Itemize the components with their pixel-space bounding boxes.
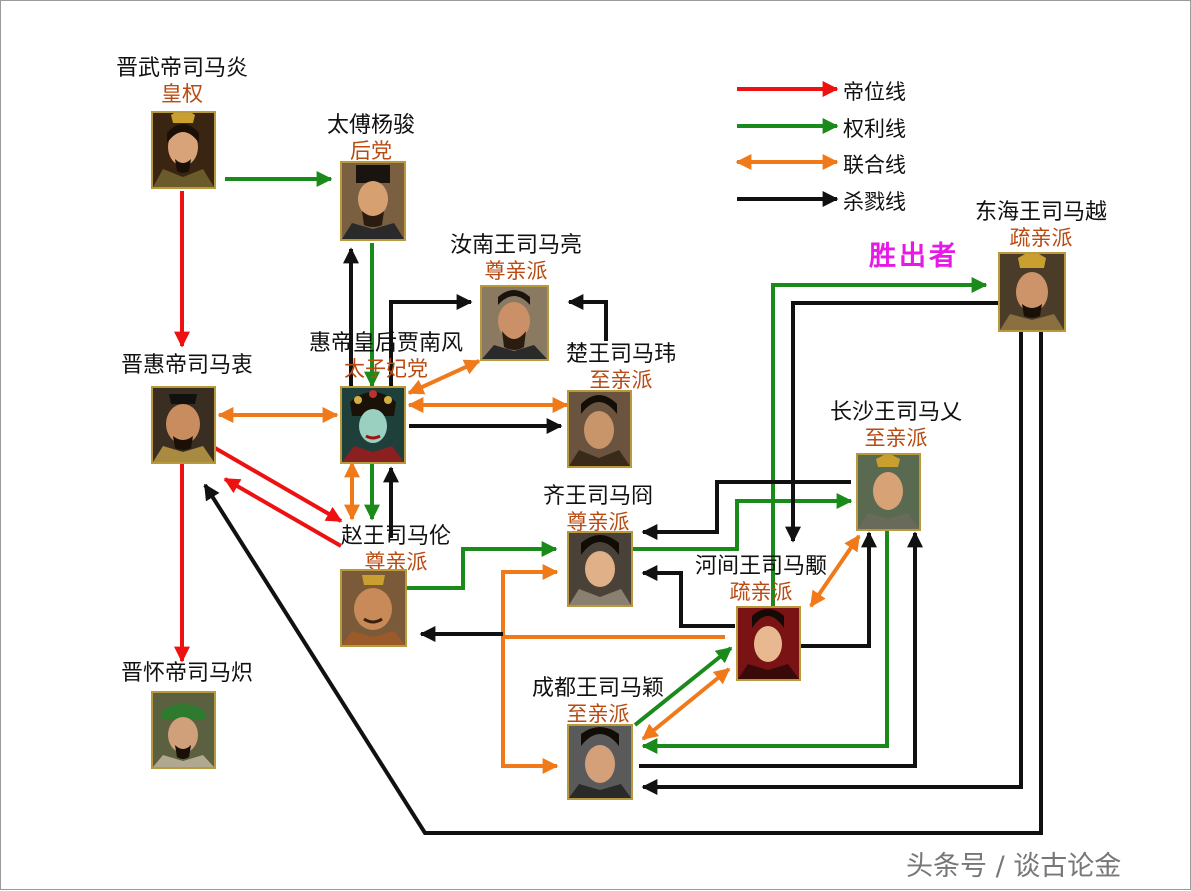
killing-yue-to-ying <box>641 331 1023 795</box>
node-label-liang: 汝南王司马亮 尊亲派 <box>431 233 601 283</box>
legend-power-label: 权利线 <box>843 117 906 141</box>
node-label-jia: 惠帝皇后贾南风 太子妃党 <box>291 331 481 381</box>
name-jia: 惠帝皇后贾南风 <box>308 331 463 356</box>
portrait-lun <box>340 569 407 647</box>
portrait-jia <box>340 386 406 464</box>
portrait-wudi <box>151 111 216 189</box>
name-yong: 河间王司马颙 <box>694 554 827 579</box>
portrait-ying <box>567 724 633 800</box>
faction-yue: 疏亲派 <box>1009 226 1073 250</box>
name-yi: 长沙王司马乂 <box>829 400 962 425</box>
portrait-jiong <box>567 531 633 607</box>
name-wudi: 晋武帝司马炎 <box>115 56 248 81</box>
alliance-yong-jiong-ying <box>501 564 725 639</box>
faction-yi: 至亲派 <box>864 426 928 450</box>
killing-yong-to-yi <box>801 531 877 648</box>
name-ying: 成都王司马颖 <box>531 676 664 701</box>
faction-wudi: 皇权 <box>161 82 203 106</box>
name-yue: 东海王司马越 <box>974 200 1107 225</box>
faction-yong: 疏亲派 <box>729 580 793 604</box>
name-wei: 楚王司马玮 <box>565 342 676 367</box>
throne-lun-to-huidi <box>223 477 343 548</box>
name-jiong: 齐王司马冏 <box>542 484 653 509</box>
portrait-wei-face <box>569 392 630 466</box>
node-label-yong: 河间王司马颙 疏亲派 <box>676 554 846 604</box>
node-label-lun: 赵王司马伦 尊亲派 <box>321 524 471 574</box>
portrait-yangjun-face <box>342 163 404 239</box>
killing-jia-to-liang <box>389 294 473 386</box>
power-yi-to-ying <box>641 531 889 754</box>
node-label-yue: 东海王司马越 疏亲派 <box>956 200 1126 250</box>
portrait-huidi <box>151 386 216 464</box>
name-huidi: 晋惠帝司马衷 <box>120 353 253 378</box>
node-label-huaidi: 晋怀帝司马炽 <box>102 661 272 687</box>
node-label-ying: 成都王司马颖 至亲派 <box>513 676 683 726</box>
node-label-huidi: 晋惠帝司马衷 <box>102 353 272 379</box>
portrait-liang-face <box>482 287 547 359</box>
alliance-to-ying <box>501 637 559 774</box>
portrait-ying-face <box>569 726 631 798</box>
portrait-lun-face <box>342 571 405 645</box>
name-lun: 赵王司马伦 <box>340 524 451 549</box>
killing-yue-to-yong <box>785 301 999 543</box>
winner-label: 胜出者 <box>869 241 959 272</box>
legend-killing-label: 杀戮线 <box>843 190 906 214</box>
node-label-wei: 楚王司马玮 至亲派 <box>546 342 696 392</box>
node-label-wudi: 晋武帝司马炎 皇权 <box>102 56 262 106</box>
node-label-yangjun: 太傅杨骏 后党 <box>301 113 441 163</box>
portrait-jia-face <box>342 388 404 462</box>
name-huaidi: 晋怀帝司马炽 <box>120 661 253 686</box>
killing-yi-to-jiong <box>641 480 851 540</box>
throne-huidi-to-lun <box>213 446 343 523</box>
alliance-jia-liang <box>407 359 481 395</box>
legend-throne-label: 帝位线 <box>843 80 906 104</box>
portrait-wudi-face <box>153 113 214 187</box>
killing-wei-to-liang <box>567 294 608 341</box>
alliance-ying-yong <box>641 667 731 741</box>
portrait-wei <box>567 390 632 468</box>
killing-ying-to-yi <box>639 531 923 768</box>
killing-yong-to-jiong <box>641 565 735 628</box>
node-label-jiong: 齐王司马冏 尊亲派 <box>523 484 673 534</box>
faction-wei: 至亲派 <box>589 368 653 392</box>
alliance-yong-yi <box>809 534 861 608</box>
name-liang: 汝南王司马亮 <box>449 233 582 258</box>
node-label-yi: 长沙王司马乂 至亲派 <box>811 400 981 450</box>
portrait-yi <box>856 453 921 531</box>
faction-liang: 尊亲派 <box>484 259 548 283</box>
name-yangjun: 太傅杨骏 <box>326 113 415 138</box>
portrait-huaidi <box>151 691 216 769</box>
faction-yangjun: 后党 <box>350 139 392 163</box>
portrait-yong <box>736 606 801 681</box>
faction-jiong: 尊亲派 <box>566 510 630 534</box>
portrait-liang <box>480 285 549 361</box>
portrait-yi-face <box>858 455 919 529</box>
power-lun-to-jiong <box>406 541 558 590</box>
faction-jia: 太子妃党 <box>344 357 428 381</box>
killing-yue-to-huidi <box>203 331 1043 835</box>
portrait-jiong-face <box>569 533 631 605</box>
portrait-huidi-face <box>153 388 214 462</box>
portrait-yue <box>998 252 1066 332</box>
power-yong-to-yue <box>771 277 988 606</box>
watermark: 头条号 / 谈古论金 <box>906 851 1122 882</box>
faction-ying: 至亲派 <box>566 702 630 726</box>
legend-alliance-label: 联合线 <box>843 153 906 177</box>
portrait-huaidi-face <box>153 693 214 767</box>
portrait-yangjun <box>340 161 406 241</box>
portrait-yong-face <box>738 608 799 679</box>
portrait-yue-face <box>1000 254 1064 330</box>
